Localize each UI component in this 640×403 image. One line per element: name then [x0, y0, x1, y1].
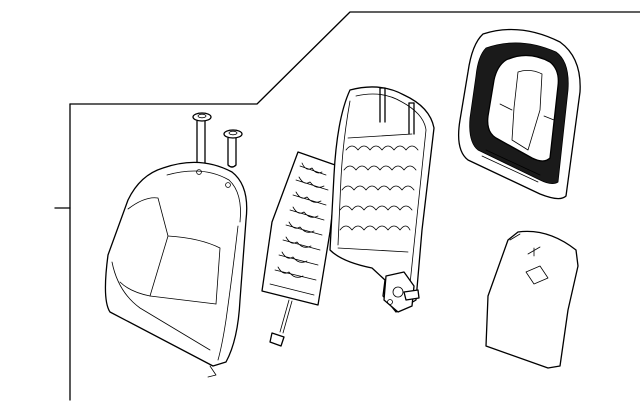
seat-back-pad	[457, 28, 581, 200]
seat-back-frame	[329, 86, 435, 313]
back-board	[485, 230, 579, 369]
recliner-bracket	[383, 271, 420, 313]
seat-back-cover	[104, 161, 248, 378]
lumbar-adjust-cable	[269, 299, 293, 347]
lumbar-support	[261, 151, 339, 347]
boundary-panel	[54, 11, 640, 401]
headrest-guide-left	[192, 112, 212, 167]
frame-springs	[337, 133, 419, 253]
headrest-guide-right	[223, 129, 243, 168]
frame-headrest-posts	[379, 87, 415, 135]
